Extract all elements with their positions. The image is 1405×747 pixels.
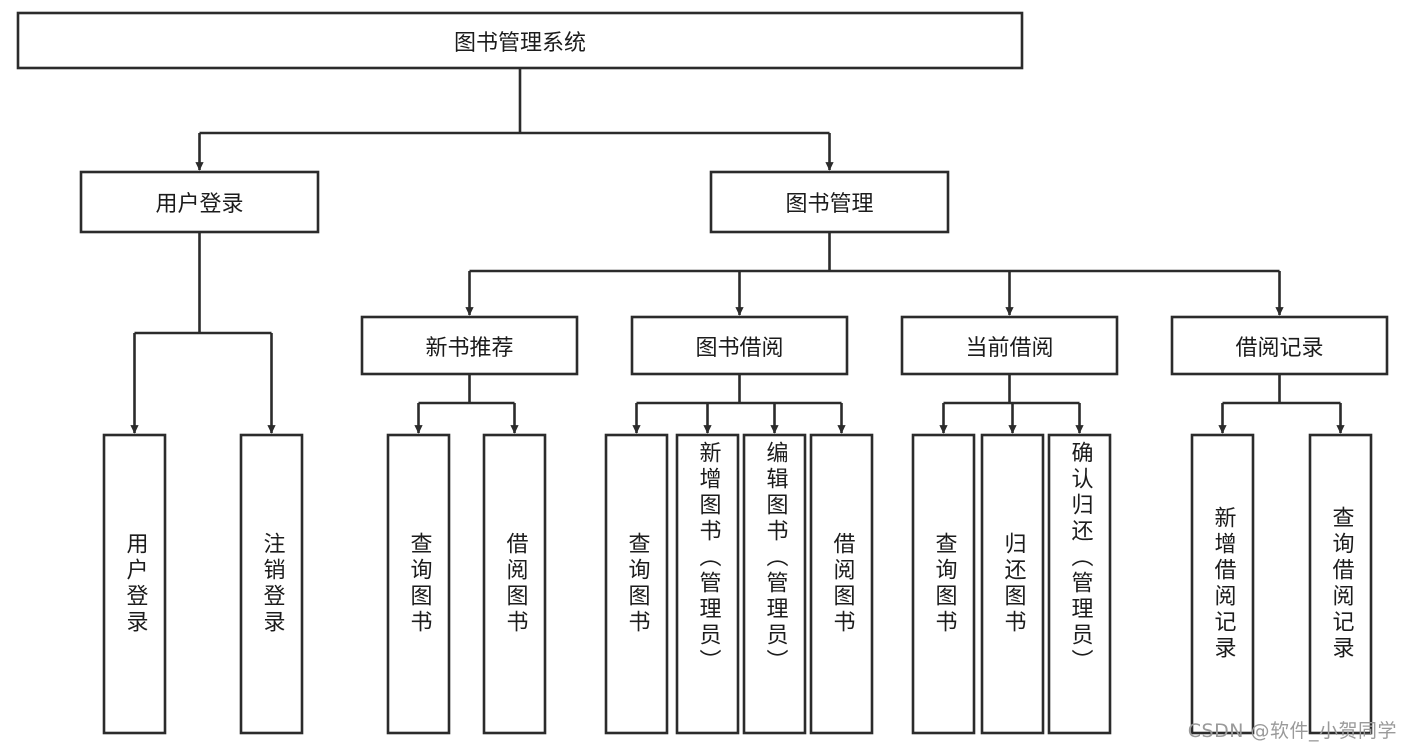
leaf-box-return-book[interactable]	[980, 433, 1045, 735]
edge-group-bookborrow-to-leaves	[632, 374, 846, 434]
leaf-box-query-book-borrow[interactable]	[604, 433, 669, 735]
node-box-new-book-recommend[interactable]	[360, 315, 579, 376]
edge-group-root-to-level2	[195, 68, 834, 171]
leaf-box-query-book-current[interactable]	[911, 433, 976, 735]
leaf-box-query-borrow-record[interactable]	[1308, 433, 1373, 735]
leaf-box-query-book-rec[interactable]	[386, 433, 451, 735]
leaf-box-edit-book-admin[interactable]	[742, 433, 807, 735]
node-box-root[interactable]	[16, 11, 1024, 70]
node-box-book-manage[interactable]	[709, 170, 950, 234]
edge-group-bookmanage-to-level3	[465, 232, 1284, 316]
leaf-box-confirm-return-admin[interactable]	[1047, 433, 1112, 735]
leaf-box-borrow-book[interactable]	[809, 433, 874, 735]
leaf-box-add-book-admin[interactable]	[675, 433, 740, 735]
leaf-box-user-login[interactable]	[102, 433, 167, 735]
node-box-borrow-record[interactable]	[1170, 315, 1389, 376]
leaf-box-borrow-book-rec[interactable]	[482, 433, 547, 735]
edge-group-userlogin-to-leaves	[130, 232, 276, 434]
node-box-user-login[interactable]	[79, 170, 320, 234]
leaf-box-logout-login[interactable]	[239, 433, 304, 735]
node-box-book-borrow[interactable]	[630, 315, 849, 376]
leaf-box-add-borrow-record[interactable]	[1190, 433, 1255, 735]
edge-group-currentborrow-to-leaves	[939, 374, 1084, 434]
edge-group-borrowrecord-to-leaves	[1218, 374, 1345, 434]
node-box-current-borrow[interactable]	[900, 315, 1119, 376]
edge-group-newbook-to-leaves	[414, 374, 519, 434]
